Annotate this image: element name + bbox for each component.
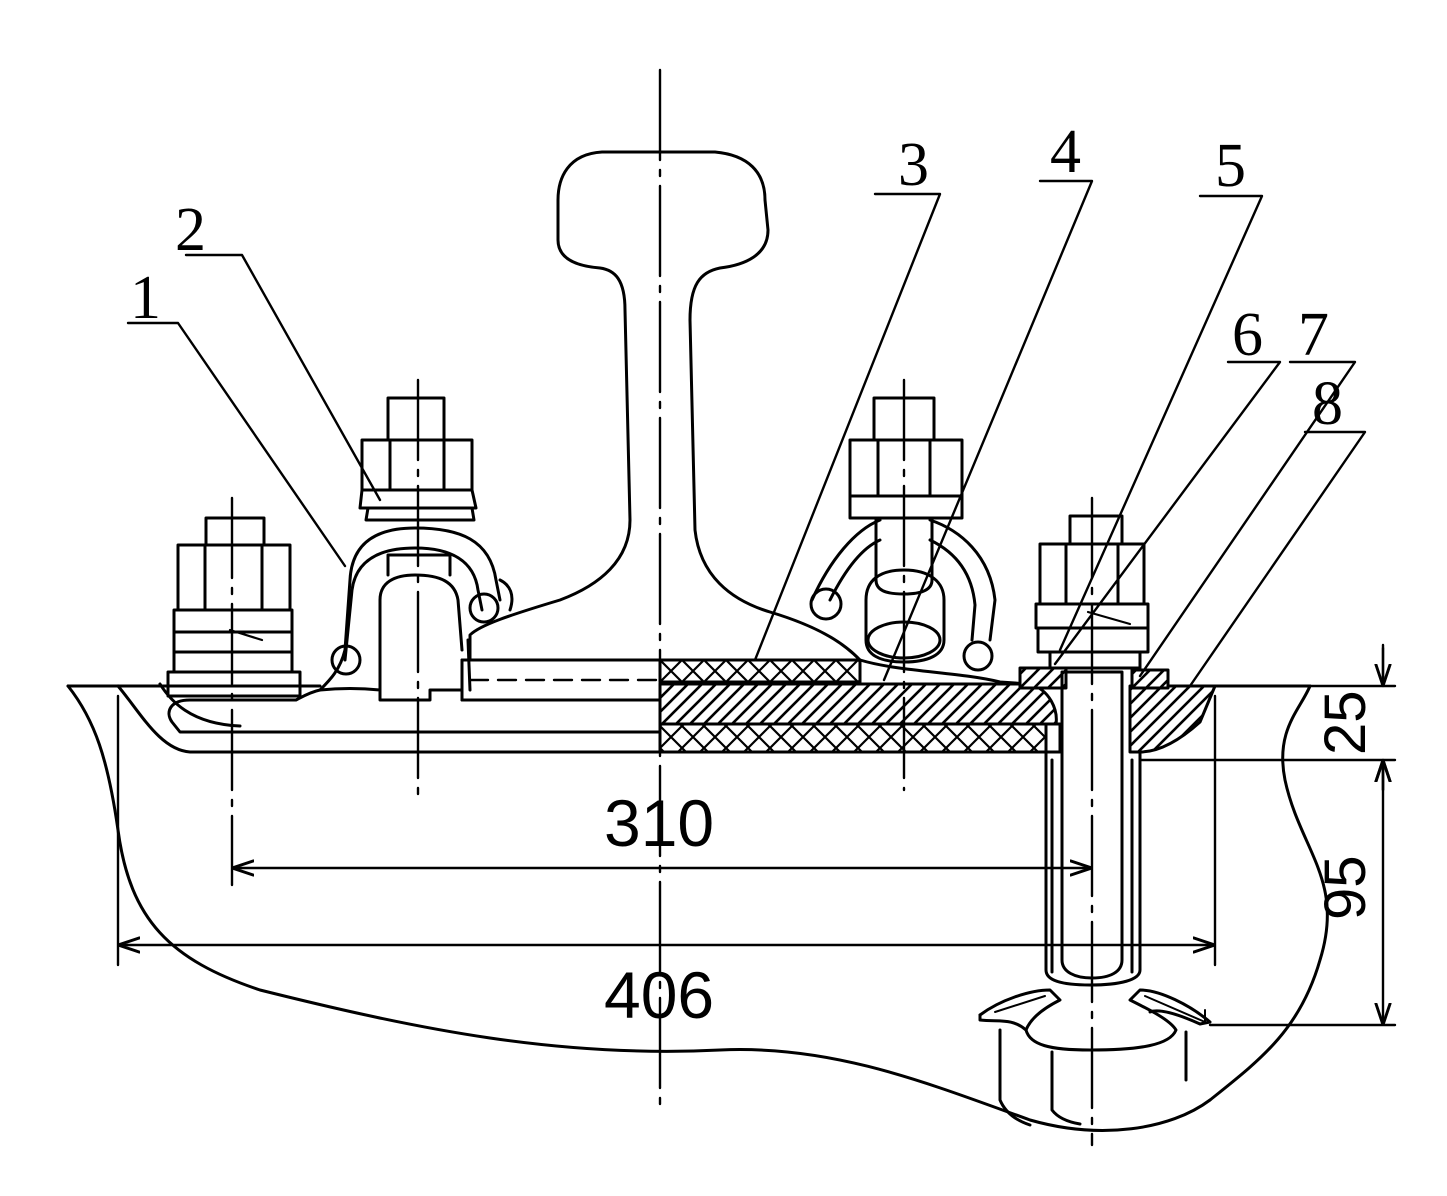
callout-1: 1	[130, 264, 161, 332]
rail-pad-layer	[658, 658, 862, 684]
dimension-95: 95	[1313, 855, 1378, 920]
dimension-25: 25	[1313, 690, 1378, 755]
left-outer-bolt	[166, 516, 302, 698]
plastic-insert	[1018, 666, 1068, 690]
callout-4: 4	[1050, 118, 1081, 186]
dimension-lines	[116, 643, 1397, 1027]
callout-8: 8	[1312, 370, 1343, 438]
rail-pad-left	[460, 658, 662, 702]
baseplate-layer	[658, 682, 1058, 726]
callout-5: 5	[1215, 132, 1246, 200]
dimension-310: 310	[604, 786, 714, 860]
rail-profile	[468, 150, 862, 662]
spring-clip-left	[318, 526, 514, 692]
callout-6: 6	[1232, 301, 1263, 369]
right-clip-nut	[848, 396, 964, 596]
anchor-dowel	[978, 988, 1212, 1127]
insulation-layer	[658, 722, 1048, 754]
callout-7: 7	[1298, 301, 1329, 369]
plastic-insert-right	[1130, 668, 1170, 690]
sleeper-top-left	[116, 684, 662, 754]
baseplate-shoulder-left	[158, 682, 242, 728]
callout-3: 3	[898, 131, 929, 199]
leader-lines	[126, 179, 1367, 688]
hatched-block-8	[1128, 684, 1217, 754]
dimension-406: 406	[604, 958, 714, 1032]
rail-base-right	[658, 658, 1032, 686]
callout-2: 2	[175, 196, 206, 264]
